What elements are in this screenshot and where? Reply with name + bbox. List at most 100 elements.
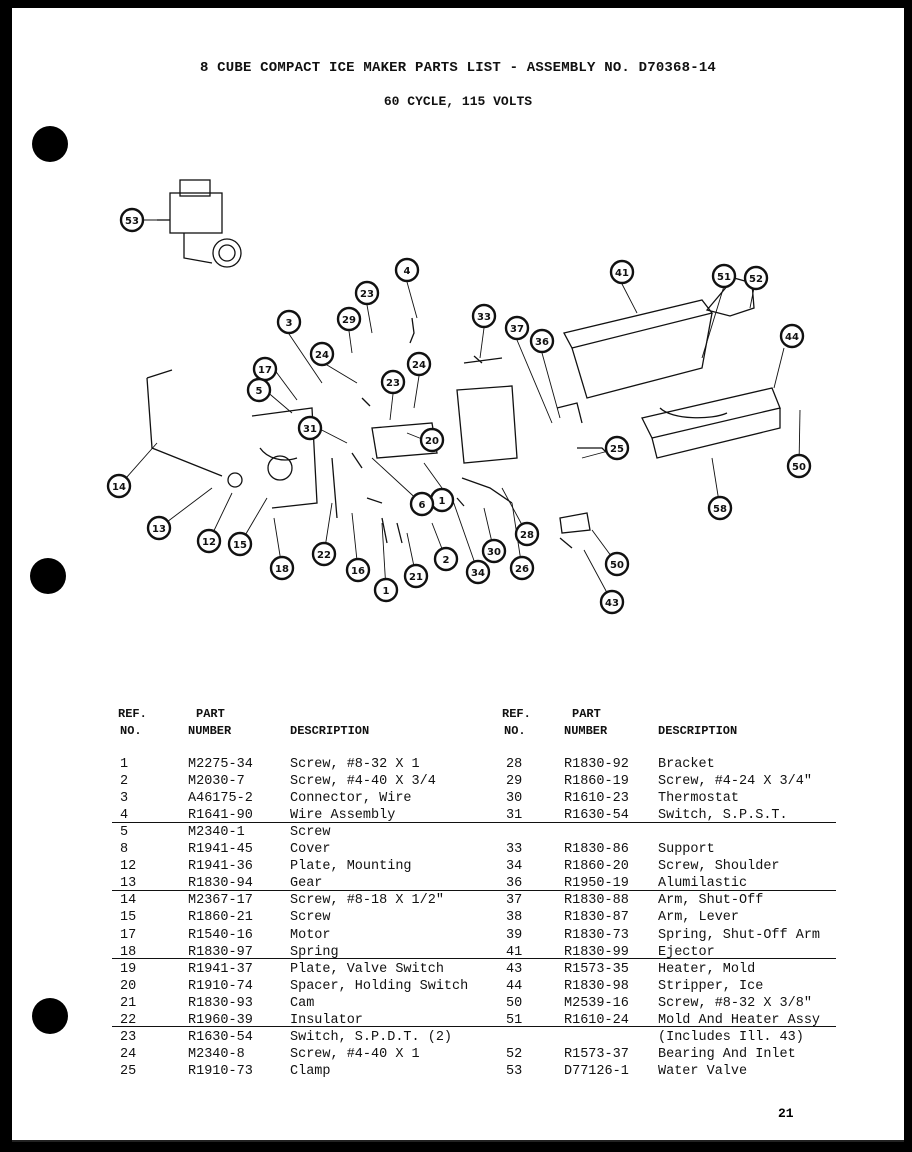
ref-cell: 3 — [120, 791, 129, 807]
col-ref-line1-right: REF. — [502, 707, 531, 721]
description-cell: Spring — [290, 944, 339, 960]
callout-label: 50 — [792, 462, 806, 473]
part-number-cell: A46175-2 — [188, 791, 253, 807]
description-cell: Support — [658, 842, 715, 858]
callout-50: 50 — [604, 551, 630, 577]
callout-label: 50 — [610, 560, 624, 571]
description-cell: Screw, Shoulder — [658, 859, 780, 875]
description-cell: Connector, Wire — [290, 791, 412, 807]
table-row: 38 R1830-87 Arm, Lever — [12, 909, 904, 926]
callout-label: 3 — [286, 318, 293, 329]
callout-label: 37 — [510, 324, 524, 335]
part-number-cell: M2030-7 — [188, 774, 245, 790]
ref-cell: 19 — [120, 961, 137, 977]
table-row: 3 A46175-2 Connector, Wire — [12, 790, 904, 807]
callout-label: 21 — [409, 572, 423, 583]
ref-cell: 43 — [506, 961, 523, 977]
part-number-cell: M2275-34 — [188, 757, 253, 772]
callout-4: 4 — [394, 257, 420, 283]
callout-label: 22 — [317, 550, 331, 561]
col-part-line2-right: NUMBER — [564, 724, 608, 738]
part-number-cell: R1830-99 — [564, 944, 629, 960]
callout-15: 15 — [227, 531, 253, 557]
callout-label: 23 — [386, 378, 400, 389]
callout-label: 23 — [360, 289, 374, 300]
table-row: 19 R1941-37 Plate, Valve Switch — [12, 961, 904, 978]
description-cell: Gear — [290, 876, 323, 892]
callout-26: 26 — [509, 555, 535, 581]
callout-25: 25 — [604, 435, 630, 461]
description-cell: Screw, #8-32 X 1 — [290, 757, 420, 772]
callout-label: 34 — [471, 568, 485, 579]
callout-34: 34 — [465, 559, 491, 585]
ref-cell: 20 — [120, 978, 137, 994]
callout-1: 1 — [373, 577, 399, 603]
callout-label: 28 — [520, 530, 534, 541]
ref-cell: 25 — [120, 1063, 137, 1079]
callout-label: 1 — [439, 496, 446, 507]
description-cell: Plate, Mounting — [290, 859, 412, 875]
callout-label: 18 — [275, 564, 289, 575]
page-bottom-edge — [12, 1130, 904, 1142]
part-number-cell: R1830-88 — [564, 893, 629, 909]
description-cell: Screw, #4-24 X 3/4" — [658, 774, 812, 790]
callout-label: 24 — [315, 350, 329, 361]
part-number-cell: R1941-37 — [188, 961, 253, 977]
callout-31: 31 — [297, 415, 323, 441]
col-ref-line2-right: NO. — [504, 724, 526, 738]
part-number-cell: R1641-90 — [188, 808, 253, 824]
callout-label: 25 — [610, 444, 624, 455]
description-cell: Plate, Valve Switch — [290, 961, 444, 977]
description-cell: Mold And Heater Assy — [658, 1012, 821, 1028]
group-rule — [112, 890, 836, 891]
ref-cell: 22 — [120, 1012, 137, 1028]
callout-24: 24 — [406, 351, 432, 377]
callout-label: 52 — [749, 274, 763, 285]
mold-ejector-drawing — [556, 277, 781, 549]
switch-assembly-drawing — [351, 317, 518, 544]
housing-drawing — [146, 369, 338, 519]
table-row: 1 M2275-34 Screw, #8-32 X 1 — [12, 756, 904, 773]
part-number-cell: R1910-73 — [188, 1063, 253, 1079]
callout-18: 18 — [269, 555, 295, 581]
ref-cell: 50 — [506, 995, 523, 1011]
ref-cell: 44 — [506, 978, 523, 994]
part-number-cell: M2367-17 — [188, 893, 253, 909]
description-cell: Screw, #4-40 X 3/4 — [290, 774, 436, 790]
ref-cell: 2 — [120, 774, 129, 790]
part-number-cell: R1941-45 — [188, 842, 253, 858]
group-rule — [112, 822, 836, 823]
part-number-cell: R1830-98 — [564, 978, 629, 994]
callout-52: 52 — [743, 265, 769, 291]
part-number-cell: R1540-16 — [188, 927, 253, 943]
ref-cell: 37 — [506, 893, 523, 909]
callout-23: 23 — [380, 369, 406, 395]
ref-cell: 14 — [120, 893, 137, 909]
binder-hole-bottom — [32, 998, 68, 1034]
callout-13: 13 — [146, 515, 172, 541]
part-number-cell: R1830-87 — [564, 910, 629, 926]
ref-cell: 1 — [120, 757, 129, 772]
description-cell: Motor — [290, 927, 331, 943]
callout-2: 2 — [433, 546, 459, 572]
ref-cell: 38 — [506, 910, 523, 926]
callout-22: 22 — [311, 541, 337, 567]
description-cell: Arm, Shut-Off — [658, 893, 764, 909]
description-cell: Arm, Lever — [658, 910, 740, 926]
description-cell: Screw — [290, 825, 331, 841]
